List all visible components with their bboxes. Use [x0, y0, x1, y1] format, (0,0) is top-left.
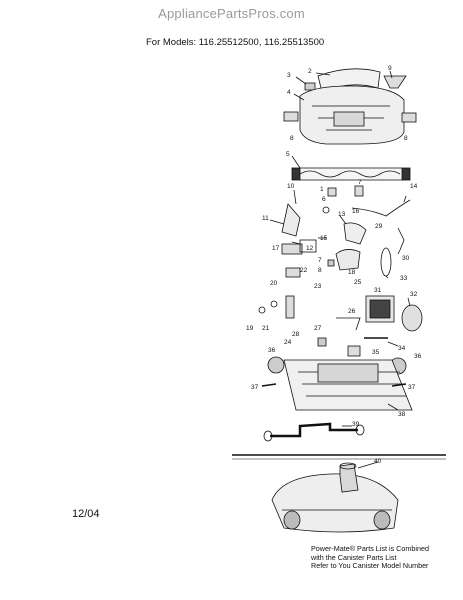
- models-label: For Models: 116.25512500, 116.25513500: [146, 37, 325, 48]
- callout-12: 12: [306, 245, 314, 252]
- callout-36-right: 36: [414, 353, 422, 360]
- part-7-small: [327, 259, 335, 267]
- callout-36-left: 36: [268, 347, 276, 354]
- callout-26: 26: [348, 308, 356, 315]
- note-line-3: Refer to You Canister Model Number: [311, 561, 429, 571]
- part-35-block: [347, 345, 361, 357]
- callout-4: 4: [287, 89, 291, 96]
- part-40-neck: [339, 463, 359, 493]
- note-line-2: with the Canister Parts List: [311, 552, 397, 562]
- part-16-cover: [343, 222, 367, 245]
- callout-6: 6: [322, 196, 326, 203]
- callout-11: 11: [262, 215, 269, 222]
- part-5-brush-spiral: [299, 170, 401, 178]
- part-40-wheel-left: [283, 510, 301, 530]
- callout-17: 17: [272, 245, 280, 252]
- date-code: 12/04: [72, 508, 100, 520]
- callout-24: 24: [284, 339, 292, 346]
- callout-29: 29: [375, 223, 383, 230]
- canister-note: Power-Mate® Parts List is Combined with …: [311, 544, 429, 571]
- part-22-block: [285, 267, 301, 278]
- part-39-end-left: [263, 430, 273, 442]
- part-39-end-right: [355, 424, 365, 436]
- part-36-wheel-left: [267, 356, 285, 374]
- callout-40: 40: [374, 458, 382, 465]
- callout-3: 3: [287, 72, 291, 79]
- part-3-label: [304, 82, 316, 91]
- callout-39: 39: [352, 421, 360, 428]
- callout-8-right: 8: [404, 135, 408, 142]
- callout-37-left: 37: [251, 384, 259, 391]
- callout-23: 23: [314, 283, 322, 290]
- part-23-plate: [285, 295, 295, 319]
- callout-34: 34: [398, 345, 406, 352]
- callout-27: 27: [314, 325, 322, 332]
- callout-7-top: 7: [358, 179, 362, 186]
- part-8-pad-right: [401, 112, 417, 123]
- callout-1: 1: [320, 186, 324, 193]
- callout-8-mid: 8: [318, 267, 322, 274]
- note-line-1: Power-Mate® Parts List is Combined: [311, 544, 429, 553]
- site-watermark: AppliancePartsPros.com: [158, 6, 305, 21]
- part-1-clip: [327, 187, 337, 197]
- part-37-pin-right: [391, 383, 407, 387]
- callout-19: 19: [246, 325, 254, 332]
- part-8-pad-left: [283, 111, 299, 122]
- callout-37-right: 37: [408, 384, 416, 391]
- part-37-pin-left: [261, 383, 277, 387]
- callout-7-mid: 7: [318, 257, 322, 264]
- callout-10: 10: [287, 183, 295, 190]
- callout-21: 21: [262, 325, 270, 332]
- callout-16: 16: [352, 208, 360, 215]
- part-14-linkage: [351, 199, 411, 217]
- callout-14: 14: [410, 183, 418, 190]
- part-7-clip: [354, 185, 364, 197]
- callout-18: 18: [348, 269, 356, 276]
- callout-30: 30: [402, 255, 410, 262]
- callout-32: 32: [410, 291, 418, 298]
- callout-38: 38: [398, 411, 406, 418]
- part-30-spring: [397, 227, 405, 251]
- part-28-clip: [317, 337, 327, 347]
- callout-33: 33: [400, 275, 408, 282]
- callout-20: 20: [270, 280, 278, 287]
- part-19-washer: [258, 306, 266, 314]
- callout-5: 5: [286, 151, 290, 158]
- part-39-axle: [270, 422, 358, 438]
- part-38-base: [283, 359, 413, 411]
- part-20-washer: [270, 300, 278, 308]
- callout-9: 9: [388, 65, 392, 72]
- part-9-bracket: [383, 75, 407, 89]
- callout-31: 31: [374, 287, 382, 294]
- callout-2: 2: [308, 68, 312, 75]
- part-15-block: [299, 239, 317, 253]
- part-33-belt: [380, 247, 392, 277]
- part-5-brushroll: [295, 167, 407, 181]
- callout-13: 13: [338, 211, 346, 218]
- part-4-window: [333, 111, 365, 127]
- part-32-fan-cover: [401, 304, 423, 332]
- part-18-housing: [335, 249, 361, 271]
- part-26-bracket: [336, 317, 361, 331]
- part-11-bracket: [281, 203, 301, 237]
- part-6-screw: [322, 206, 330, 214]
- part-5-endcap-left: [291, 167, 301, 181]
- callout-15: 15: [320, 235, 328, 242]
- part-40-neck-top: [339, 462, 357, 470]
- callout-35: 35: [372, 349, 380, 356]
- part-12-block: [281, 243, 303, 255]
- callout-25: 25: [354, 279, 362, 286]
- part-38-mechanism: [317, 363, 379, 383]
- callout-8-left: 8: [290, 135, 294, 142]
- callout-22: 22: [300, 267, 308, 274]
- part-40-wheel-right: [373, 510, 391, 530]
- part-40-powermate-body: [271, 473, 399, 533]
- callout-28: 28: [292, 331, 300, 338]
- part-31-motor-core: [369, 299, 391, 319]
- part-5-endcap-right: [401, 167, 411, 181]
